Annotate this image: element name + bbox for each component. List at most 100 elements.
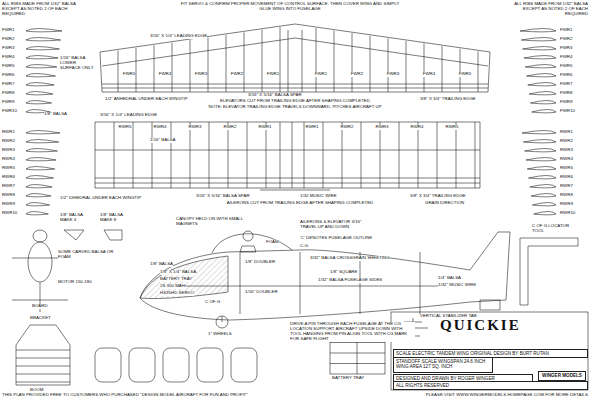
note-label: BRACKET (30, 316, 51, 321)
rib-template (26, 38, 61, 41)
rib-label: RWR4 (411, 125, 424, 130)
note-label: 1/4" BALSA (438, 276, 461, 281)
rib-label: RWR10 (2, 211, 17, 216)
aileron-line (95, 178, 480, 179)
rib-label: RWR10 (560, 211, 575, 216)
rib-template (532, 203, 556, 206)
note-label: 1/16" DOUBLER (245, 290, 278, 295)
rib-template (528, 83, 556, 86)
title-block-text: ALL RIGHTS RESERVED (396, 383, 585, 388)
note-label: 1/32" MUSIC WIRE (438, 283, 476, 288)
rib-template (526, 158, 556, 161)
center-section (288, 30, 302, 92)
center-section (280, 122, 292, 188)
note-label: 1/16" BALSA LOWER SURFACE ONLY (60, 56, 98, 71)
fuselage-former (360, 252, 361, 314)
plan-line (16, 358, 70, 359)
note-label: BATTERY TRAY (160, 277, 192, 282)
note-label: THIS PLAN PROVIDED FREE TO CUSTOMERS WHO… (2, 393, 248, 398)
rib-template (522, 131, 556, 134)
note-label: NOTE: ELEVATOR TRAILING EDGE TRAVELS DOW… (208, 105, 381, 110)
wing-rib (380, 122, 381, 188)
wing-rib (280, 27, 281, 92)
pilot-head (243, 231, 253, 241)
rib-label: FWR4 (560, 55, 572, 60)
fuselage-bulkhead (129, 348, 155, 382)
rib-label: RWR3 (560, 148, 573, 153)
rib-label: RWR8 (2, 193, 15, 198)
rib-template (530, 185, 556, 188)
note-label: C.G. (300, 244, 309, 249)
rib-label: FWR2 (351, 72, 363, 77)
rib-template (26, 167, 55, 170)
note-label: 1/2" ANHEDRAL UNDER EACH WINGTIP (105, 97, 188, 102)
rib-label: FWR7 (2, 82, 14, 87)
wing-rib (247, 122, 248, 188)
wheel-strut (222, 316, 223, 322)
note-label: C OF G (205, 300, 220, 305)
rib-template (530, 101, 556, 104)
rib-label: FWR6 (560, 73, 572, 78)
rib-label: FWR4 (2, 55, 14, 60)
rib-label: FWR8 (560, 91, 572, 96)
note-label: FIT SERVO & CONFIRM PROPER MOVEMENT OF C… (175, 2, 405, 12)
trailing-edge-line (95, 183, 480, 184)
note-label: 1/8" BALSA MAKE 4 (60, 213, 94, 223)
foam-nose (140, 256, 228, 299)
rib-label: RWR4 (154, 125, 167, 130)
rib-label: FWR10 (560, 109, 575, 114)
note-label: GRAIN DIRECTION (425, 201, 464, 206)
rib-label: FWR1 (2, 28, 14, 33)
rib-label: FWR4 (159, 72, 171, 77)
rib-template (26, 176, 54, 179)
title-block-text: SCALE ELECTRIC TANDEM WING ORIGINAL DESI… (396, 351, 585, 356)
note-label: BATTERY TRAY (332, 376, 364, 381)
wing-rib (114, 122, 115, 188)
rib-label: FWR7 (560, 82, 572, 87)
note-label: 3/32" BALSA CROSSGRAIN SHEETING (310, 256, 390, 261)
rib-template (521, 38, 556, 41)
rib-label: FWR2 (231, 72, 243, 77)
wing-rib (244, 32, 245, 92)
title-block (391, 312, 588, 390)
wing-rib (456, 122, 457, 188)
rib-label: RWR7 (2, 184, 15, 189)
wing-rib (442, 46, 443, 92)
wing-rib (208, 37, 209, 92)
note-label: AILERONS & ELEVATOR 3/16" TRAVEL UP AND … (300, 220, 372, 230)
cg-locator-tool (520, 238, 578, 305)
rib-label: RWR5 (560, 166, 573, 171)
wing-rib (226, 35, 227, 92)
balsa-part (64, 230, 84, 240)
rear-wing-spar (95, 150, 480, 151)
wing-rib (304, 122, 305, 188)
fuselage-bulkhead (163, 348, 189, 382)
note-label: 1/32 MUSIC WIRE (300, 194, 337, 199)
rib-label: FWR4 (423, 72, 435, 77)
rib-template (26, 212, 48, 215)
note-label: ALL RIBS MADE FROM 1/32" BALSA EXCEPT AS… (508, 2, 588, 17)
rib-template (527, 74, 557, 77)
rib-template (26, 101, 52, 104)
wing-rib (262, 30, 263, 92)
wing-rib (334, 31, 335, 92)
rib-template (524, 56, 556, 59)
rib-label: RWR2 (560, 139, 573, 144)
note-label: 1" WHEELS (208, 332, 232, 337)
wing-rib (406, 41, 407, 92)
plan-line (330, 342, 385, 343)
wing-rib (342, 122, 343, 188)
title-block-cell: WINGER MODELS (538, 371, 586, 381)
wing-rib (133, 122, 134, 188)
rib-template (26, 56, 58, 59)
rib-label: FWR5 (459, 72, 471, 77)
note-label: ALL RIBS MADE FROM 1/32" BALSA EXCEPT AS… (2, 2, 80, 17)
wing-rib (323, 122, 324, 188)
fuselage-bulkhead (231, 348, 257, 382)
plan-line (16, 374, 70, 375)
rib-label: RWR2 (341, 125, 354, 130)
rib-label: RWR8 (560, 193, 573, 198)
rib-label: RWR2 (2, 139, 15, 144)
note-label: BOARD (32, 304, 48, 309)
rib-template (26, 74, 56, 77)
